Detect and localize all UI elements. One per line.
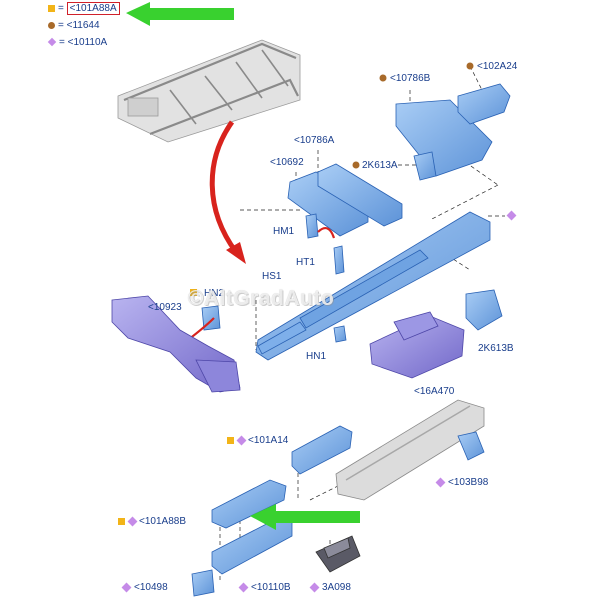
label-3A098[interactable]: 3A098 xyxy=(322,582,351,593)
label-HM1[interactable]: HM1 xyxy=(273,226,295,237)
frame-overview-illustration xyxy=(117,39,301,143)
label-10110B[interactable]: <10110B xyxy=(251,582,291,593)
legend-row-square: = <101A88A xyxy=(48,2,120,15)
square-icon xyxy=(48,4,55,12)
watermark: ©AltGradAuto xyxy=(188,287,335,310)
label-HT1[interactable]: HT1 xyxy=(296,257,315,268)
legend-circle-text: = <11644 xyxy=(58,20,100,31)
callout-markers xyxy=(118,62,517,593)
lower-grey-rail xyxy=(335,399,485,501)
label-2K613B[interactable]: 2K613B xyxy=(478,343,514,354)
legend-square-part[interactable]: <101A88A xyxy=(66,2,120,15)
label-10498[interactable]: <10498 xyxy=(134,582,168,593)
main-frame-rail xyxy=(255,211,491,361)
label-102A24[interactable]: <102A24 xyxy=(477,61,518,72)
label-HN1[interactable]: HN1 xyxy=(306,351,327,362)
label-10786A[interactable]: <10786A xyxy=(294,135,335,146)
lower-blue-parts xyxy=(191,425,485,597)
lower-bracket-3A098 xyxy=(315,535,361,573)
label-16A470[interactable]: <16A470 xyxy=(414,386,455,397)
legend-row-circle: = <11644 xyxy=(48,20,100,32)
label-10923[interactable]: <10923 xyxy=(148,302,182,313)
upper-rails xyxy=(287,83,511,237)
left-crossmember xyxy=(111,295,241,393)
green-arrow-bottom xyxy=(250,504,360,530)
red-arrow-curved xyxy=(209,120,246,264)
label-103B98[interactable]: <103B98 xyxy=(448,477,489,488)
green-arrow-top xyxy=(126,2,234,26)
circle-icon xyxy=(48,21,55,29)
label-HN2[interactable]: HN2 xyxy=(204,288,225,299)
legend-diamond-text: = <10110A xyxy=(59,37,108,48)
small-brackets xyxy=(201,213,503,343)
label-10692[interactable]: <10692 xyxy=(270,157,304,168)
diamond-icon xyxy=(47,38,57,47)
label-101A88B[interactable]: <101A88B xyxy=(139,516,186,527)
legend-square-eq: = xyxy=(58,3,67,14)
skid-plate xyxy=(369,311,465,379)
label-HS1[interactable]: HS1 xyxy=(262,271,282,282)
label-2K613A[interactable]: 2K613A xyxy=(362,160,398,171)
legend-row-diamond: = <10110A xyxy=(47,37,108,49)
label-101A14[interactable]: <101A14 xyxy=(248,435,289,446)
label-10786B[interactable]: <10786B xyxy=(390,73,431,84)
